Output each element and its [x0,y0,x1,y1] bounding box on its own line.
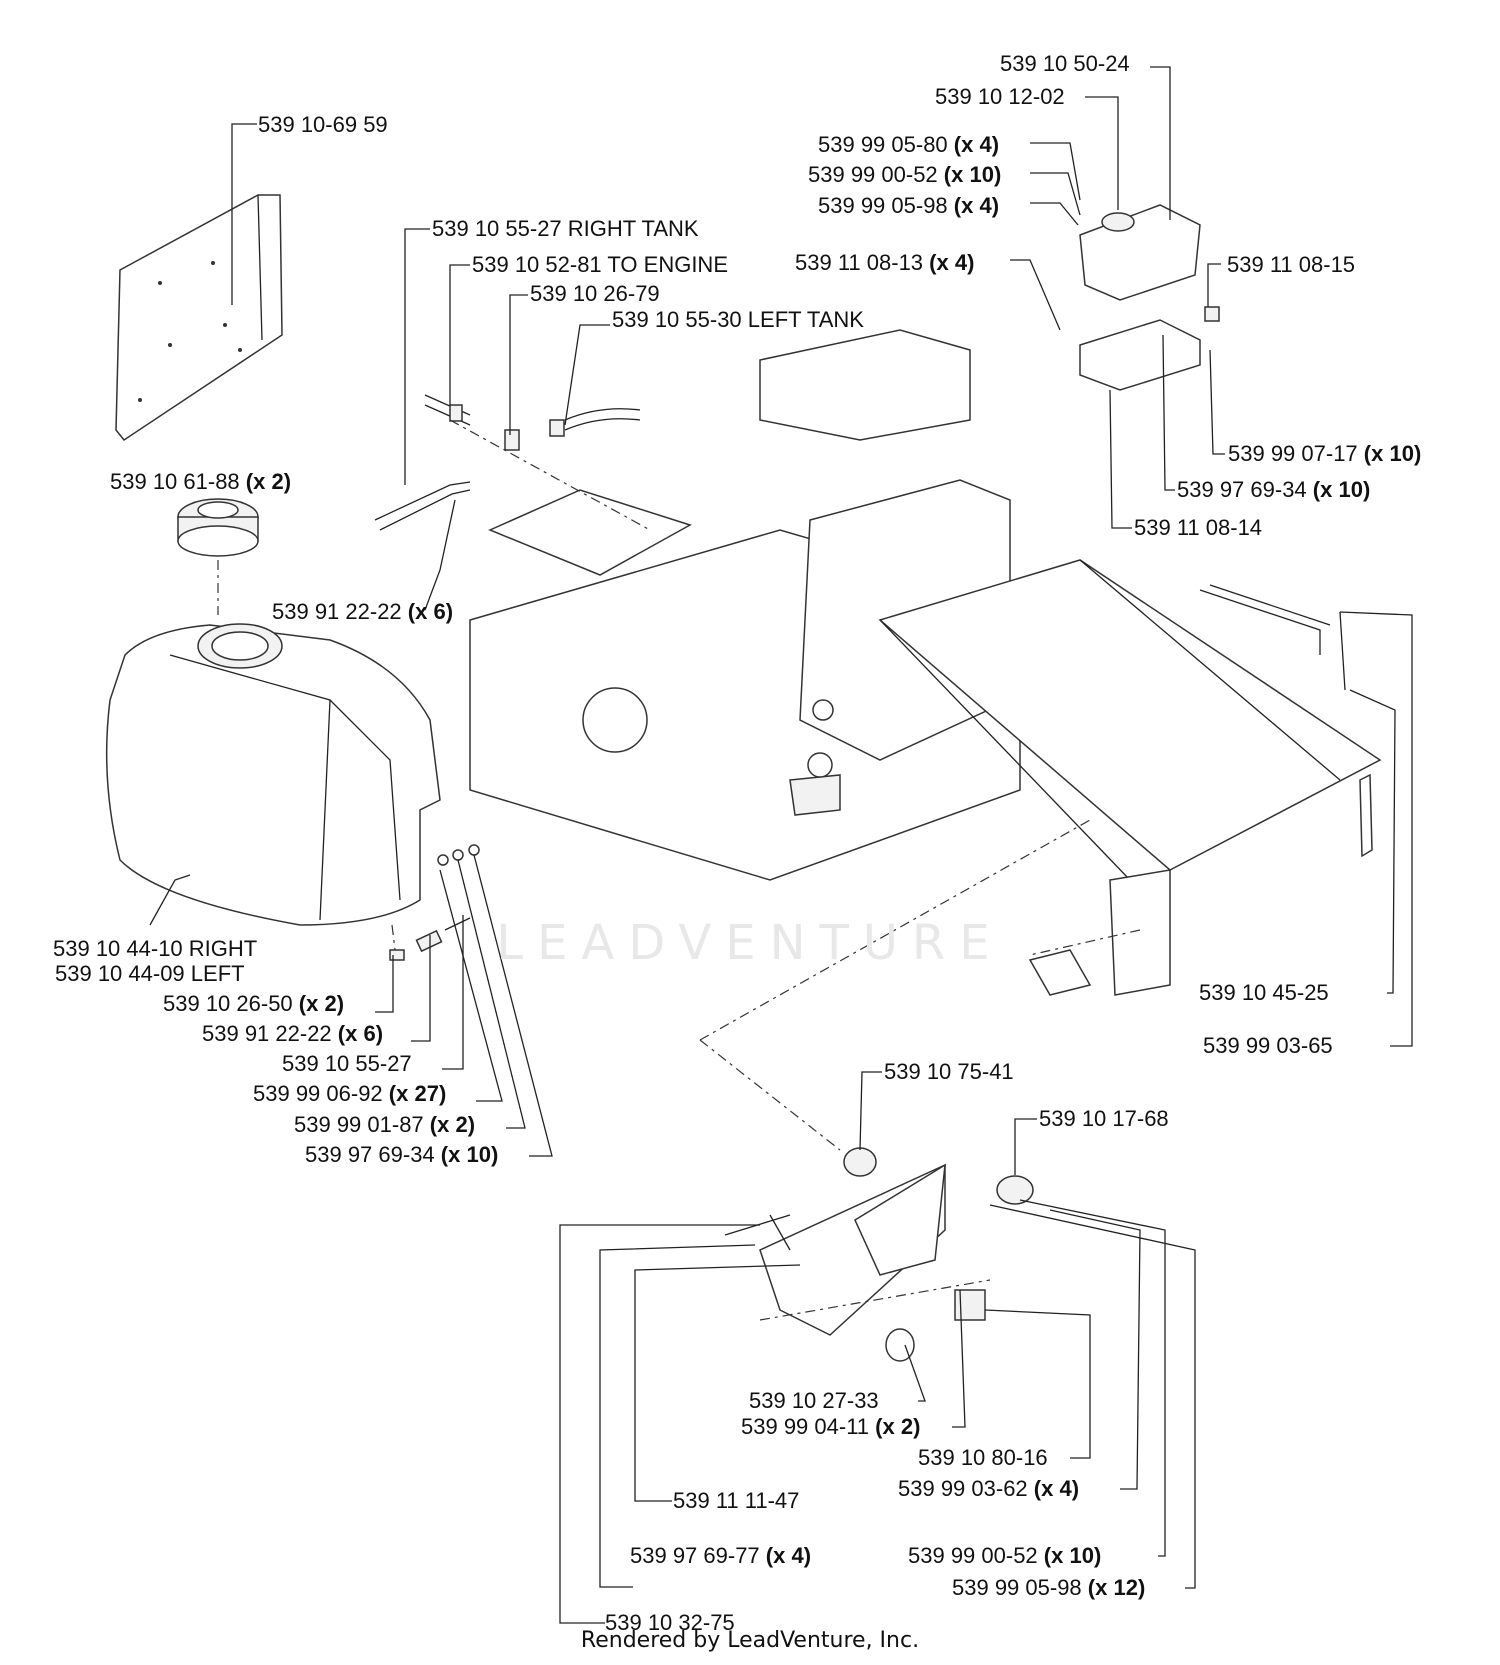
fuel-tank-part [105,623,441,926]
reservoir-part [1079,204,1220,391]
label-539-10-12-02: 539 10 12-02 [935,84,1065,109]
watermark-text: LEADVENTURE [496,915,1004,971]
label-539-99-00-52-bottom: 539 99 00-52 (x 10) [908,1543,1102,1568]
center-lines [217,419,1141,1321]
label-539-10-50-24: 539 10 50-24 [1000,51,1130,76]
side-panel-part [115,194,283,442]
label-539-97-69-34-left: 539 97 69-34 (x 10) [305,1142,499,1167]
label-539-99-05-98: 539 99 05-98 (x 4) [818,193,1000,218]
fuel-cap-part [177,498,259,557]
label-539-10-55-27: 539 10 55-27 [282,1051,412,1076]
label-539-10-55-30-left-tank: 539 10 55-30 LEFT TANK [612,307,864,332]
label-539-99-05-80: 539 99 05-80 (x 4) [818,132,1000,157]
label-539-10-80-16: 539 10 80-16 [918,1445,1048,1470]
label-539-10-17-68: 539 10 17-68 [1039,1106,1169,1131]
leader-lines [149,66,1413,1624]
label-539-99-01-87: 539 99 01-87 (x 2) [294,1112,476,1137]
label-539-11-11-47: 539 11 11-47 [673,1488,800,1513]
main-frame-part [469,329,1382,996]
fuel-lines-part [374,394,641,531]
label-539-91-22-22-bottom: 539 91 22-22 (x 6) [202,1021,384,1046]
label-539-99-07-17: 539 99 07-17 (x 10) [1228,441,1422,466]
label-539-11-08-14: 539 11 08-14 [1134,515,1263,540]
label-539-97-69-34-top: 539 97 69-34 (x 10) [1177,477,1371,502]
footer-credit: Rendered by LeadVenture, Inc. [580,1628,920,1653]
label-539-10-26-79: 539 10 26-79 [530,281,660,306]
label-539-10-44-10-right: 539 10 44-10 RIGHT [53,936,258,961]
label-539-99-03-62: 539 99 03-62 (x 4) [898,1476,1080,1501]
label-539-99-04-11: 539 99 04-11 (x 2) [741,1414,921,1439]
label-539-10-69-59: 539 10-69 59 [258,112,388,137]
label-539-10-44-09-left: 539 10 44-09 LEFT [55,961,245,986]
label-539-10-27-33: 539 10 27-33 [749,1388,879,1413]
label-539-10-61-88: 539 10 61-88 (x 2) [110,469,292,494]
label-539-10-45-25: 539 10 45-25 [1199,980,1329,1005]
label-539-91-22-22-top: 539 91 22-22 (x 6) [272,599,454,624]
label-539-99-05-98-bottom: 539 99 05-98 (x 12) [952,1575,1146,1600]
label-539-97-69-77: 539 97 69-77 (x 4) [630,1543,812,1568]
label-539-99-00-52: 539 99 00-52 (x 10) [808,162,1002,187]
fuel-fitting-part [389,844,480,961]
rod-part [1199,584,1373,858]
label-539-10-52-81-to-engine: 539 10 52-81 TO ENGINE [472,252,728,277]
label-539-11-08-13: 539 11 08-13 (x 4) [795,250,975,275]
label-539-11-08-15: 539 11 08-15 [1227,252,1356,277]
control-panel-part [724,1147,1034,1362]
label-539-99-06-92: 539 99 06-92 (x 27) [253,1081,447,1106]
label-539-99-03-65: 539 99 03-65 [1203,1033,1333,1058]
label-539-10-26-50: 539 10 26-50 (x 2) [163,991,345,1016]
label-539-10-75-41: 539 10 75-41 [884,1059,1014,1084]
label-539-10-55-27-right-tank: 539 10 55-27 RIGHT TANK [432,216,699,241]
label-539-10-32-75: 539 10 32-75 [605,1610,735,1635]
